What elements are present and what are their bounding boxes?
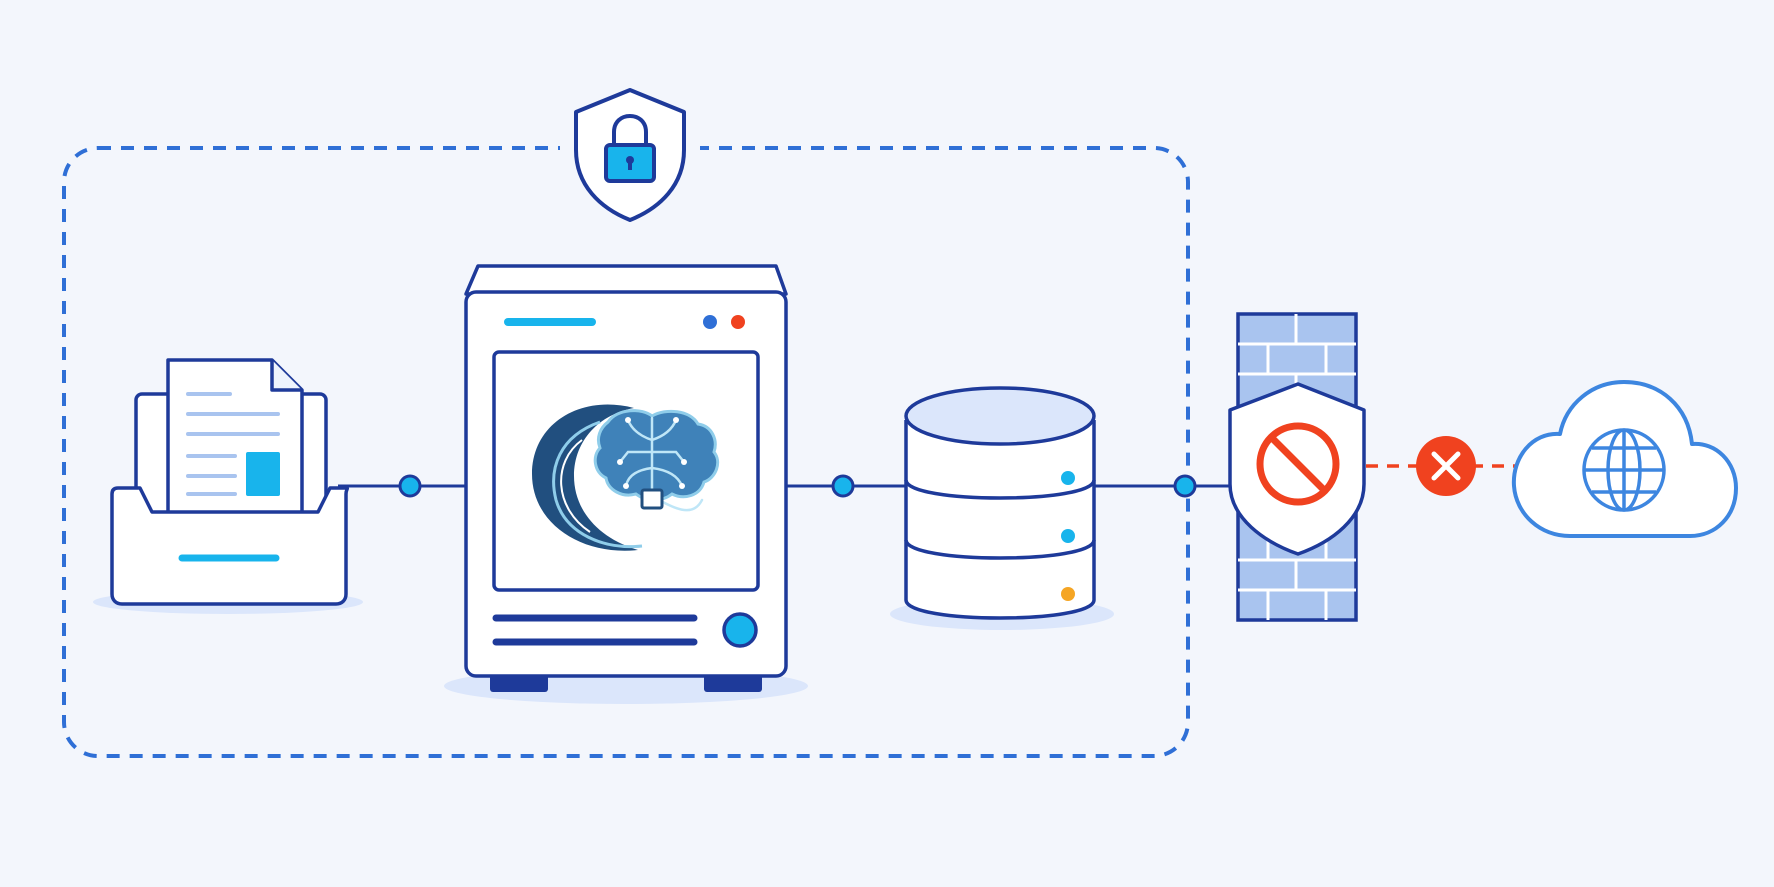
document-tray-icon [93,358,363,614]
shield-lock-icon [574,88,686,222]
cloud-globe-icon [1511,380,1738,538]
connection-node [831,474,855,498]
connection-node [1173,474,1197,498]
x-icon [1416,436,1476,496]
connection-node [398,474,422,498]
database-icon [890,386,1114,630]
block-icon [1256,422,1340,506]
ai-brain-icon [532,404,720,551]
